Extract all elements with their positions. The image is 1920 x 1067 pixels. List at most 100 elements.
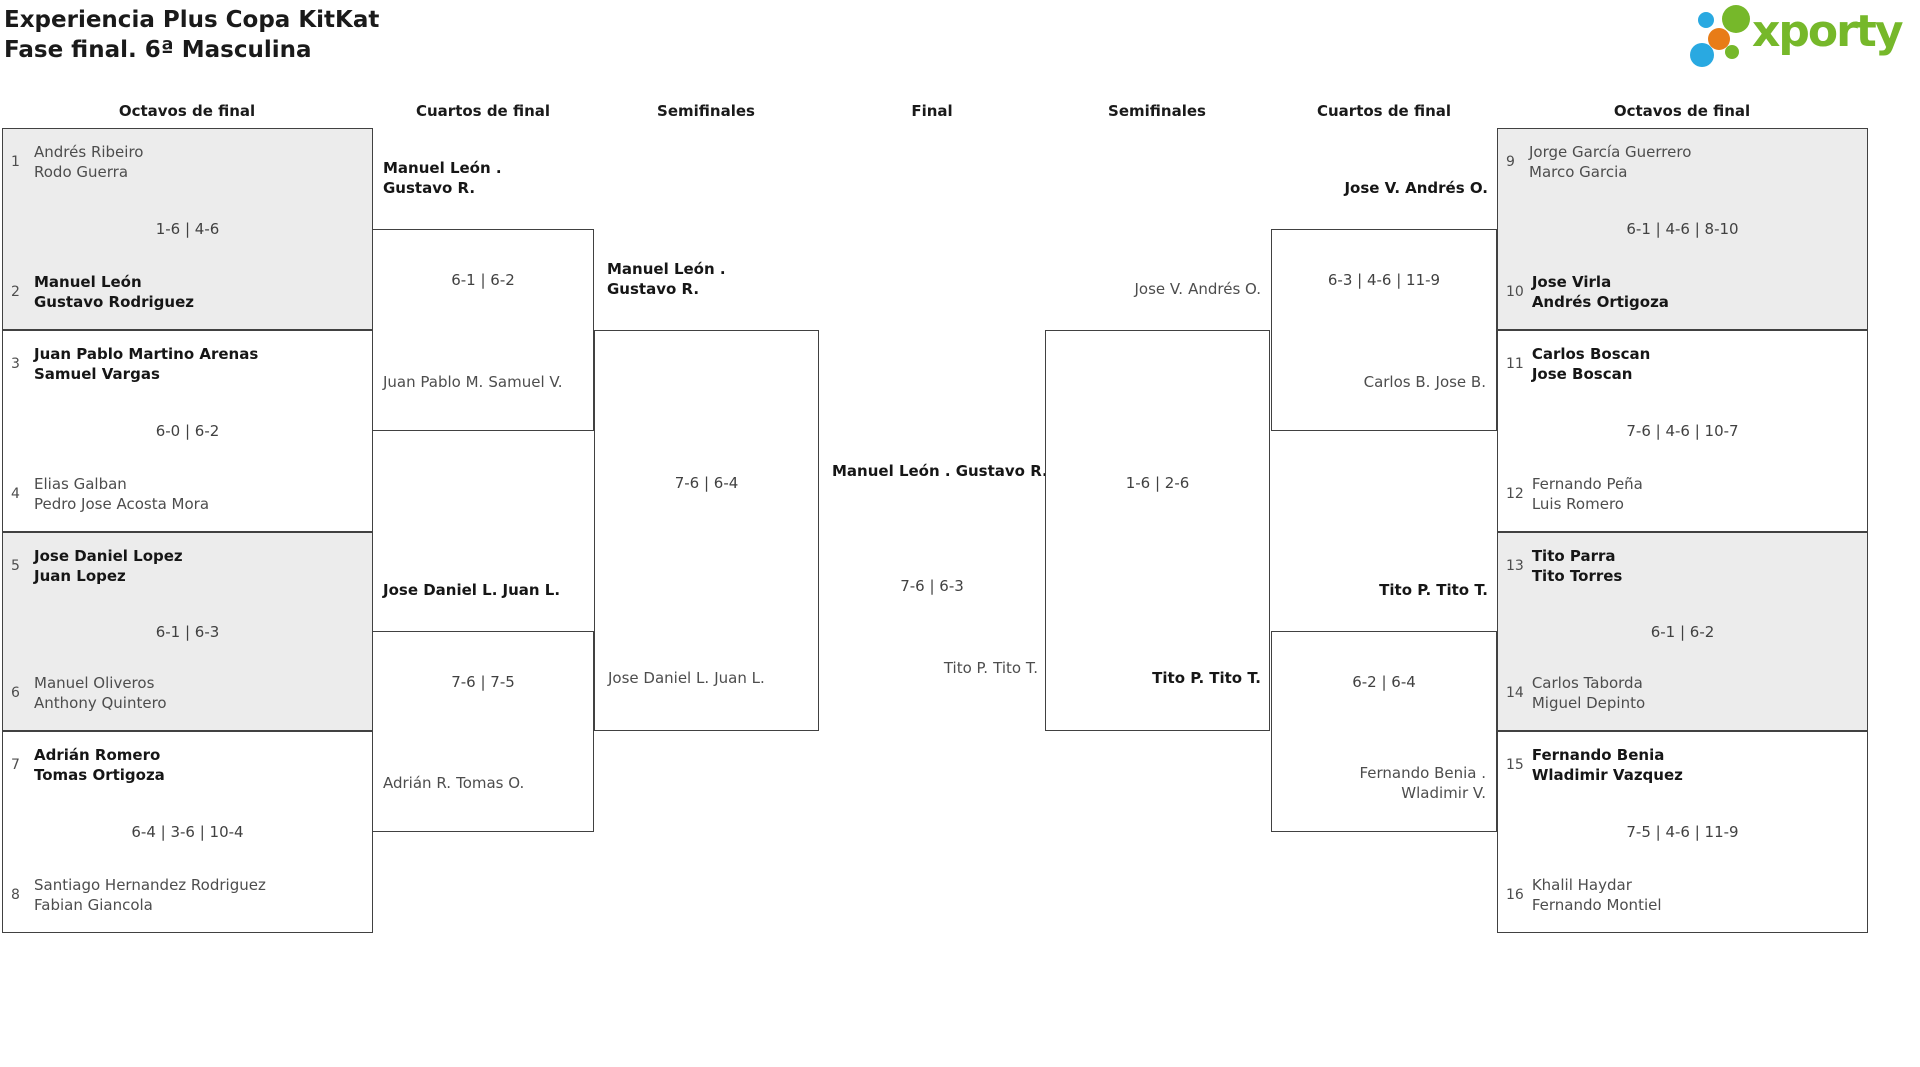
seed-number: 4 — [11, 486, 20, 502]
player-name: Luis Romero — [1531, 495, 1624, 513]
seed-number: 15 — [1506, 757, 1524, 773]
player-name: Tito P. — [1152, 669, 1205, 688]
seed-number: 13 — [1506, 558, 1524, 574]
player-name: Manuel Oliveros — [34, 674, 155, 692]
advancing-team-label: Manuel León . Gustavo R. — [383, 158, 593, 198]
seed-number: 2 — [11, 284, 20, 300]
player-name: Juan Pablo M. — [383, 373, 484, 391]
match-score: 7-6 | 4-6 | 10-7 — [1626, 422, 1739, 440]
player-name: Manuel León . — [607, 260, 726, 278]
logo-dot-orange-icon — [1708, 28, 1730, 50]
seed-number: 3 — [11, 356, 20, 372]
match-score: 6-1 | 6-2 — [1650, 622, 1715, 641]
final-score: 7-6 | 6-3 — [900, 577, 964, 595]
player-name: Jose Virla — [1531, 273, 1612, 291]
seed-number: 14 — [1506, 685, 1524, 701]
match-box-semifinal-left: Manuel León . Gustavo R. 7-6 | 6-4 Jose … — [594, 260, 819, 731]
player-name: Gustavo R. — [607, 280, 700, 298]
advancing-team-label: Tito P. Tito T. — [1379, 580, 1488, 600]
player-name: Adrián R. — [383, 774, 451, 793]
match-box-cuartos-right-1: Jose V. Andrés O. 6-3 | 4-6 | 11-9 Carlo… — [1271, 179, 1497, 431]
player-name: Carlos B. — [1363, 373, 1431, 391]
player-name: Tito T. — [1436, 581, 1488, 599]
player-name: Carlos Boscan — [1531, 345, 1651, 363]
player-name: Wladimir V. — [1401, 784, 1486, 803]
player-name: Fabian Giancola — [34, 896, 153, 914]
xporty-logo[interactable]: xporty — [1688, 0, 1920, 76]
round-header-cuartos-right: Cuartos de final — [1316, 102, 1452, 120]
match-score: 7-6 | 6-4 — [674, 473, 739, 492]
team-label: Adrián R. Tomas O. — [383, 773, 524, 793]
seed-number: 12 — [1506, 486, 1524, 502]
match-score: 7-6 | 7-5 — [451, 672, 515, 691]
match-box-cuartos-right-2: Tito P. Tito T. 6-2 | 6-4 Fernando Benia… — [1271, 581, 1497, 832]
player-name: Tomas O. — [456, 774, 525, 793]
seed-number: 6 — [11, 685, 20, 701]
player-name: Juan Pablo Martino Arenas — [34, 345, 259, 363]
seed-number: 9 — [1506, 154, 1515, 170]
player-name: Fernando Benia — [1531, 746, 1665, 764]
player-name: Miguel Depinto — [1531, 694, 1646, 712]
advancing-team-label: Jose V. Andrés O. — [1344, 178, 1488, 198]
round-header-semifinal-right: Semifinales — [1108, 102, 1206, 120]
player-name: Gustavo Rodriguez — [34, 293, 194, 311]
logo-dot-green-large-icon — [1722, 5, 1750, 33]
match-score: 6-2 | 6-4 — [1352, 672, 1416, 691]
player-name: Samuel Vargas — [34, 365, 160, 383]
match-score: 6-0 | 6-2 — [155, 422, 220, 440]
player-name: Jose B. — [1435, 373, 1486, 391]
player-name: Santiago Hernandez Rodriguez — [34, 876, 266, 894]
player-name: Andrés Ortigoza — [1531, 293, 1669, 311]
player-name: Anthony Quintero — [34, 694, 167, 712]
match-box-cuartos-left-2: Jose Daniel L. Juan L. 7-6 | 7-5 Adrián … — [372, 581, 594, 832]
player-name: Marco Garcia — [1529, 163, 1628, 181]
player-name: Jose Daniel Lopez — [34, 547, 183, 565]
player-name: Tito T. — [993, 659, 1038, 677]
match-box-cuartos-left-1: Manuel León . Gustavo R. 6-1 | 6-2 Juan … — [372, 159, 594, 431]
match-score: 6-1 | 6-3 — [155, 622, 220, 641]
player-name: Elias Galban — [34, 475, 127, 493]
team-label: Carlos B. Jose B. — [1364, 372, 1486, 392]
advancing-team-label: Manuel León . Gustavo R. — [607, 259, 818, 299]
logo-dot-blue-small-icon — [1698, 12, 1714, 28]
seed-number: 16 — [1506, 887, 1524, 903]
advancing-team-label: Tito P. Tito T. — [1152, 668, 1261, 688]
player-name: Juan L. — [714, 669, 765, 688]
player-name: Pedro Jose Acosta Mora — [34, 495, 210, 513]
team-label: Fernando Benia . Wladimir V. — [1272, 763, 1486, 803]
player-name: Tito Torres — [1531, 567, 1623, 585]
player-name: Jose V. — [1134, 280, 1183, 298]
player-name: Gustavo R. — [955, 462, 1048, 480]
advancing-team-label: Jose Daniel L. Juan L. — [383, 580, 560, 600]
match-score: 6-1 | 4-6 | 8-10 — [1626, 220, 1739, 238]
player-name: Jose Daniel L. — [383, 581, 498, 599]
seed-number: 5 — [11, 558, 20, 574]
player-name: Tito P. — [1379, 581, 1432, 599]
match-score: 6-4 | 3-6 | 10-4 — [131, 823, 244, 841]
logo-dot-blue-large-icon — [1690, 43, 1714, 67]
player-name: Khalil Haydar — [1531, 876, 1632, 894]
seed-number: 8 — [11, 887, 20, 903]
player-name: Adrián Romero — [34, 746, 161, 764]
player-name: Gustavo R. — [383, 179, 476, 197]
player-name: Jose Daniel L. — [608, 669, 710, 688]
player-name: Fernando Benia . — [1359, 764, 1486, 783]
player-name: Jorge García Guerrero — [1529, 143, 1692, 161]
